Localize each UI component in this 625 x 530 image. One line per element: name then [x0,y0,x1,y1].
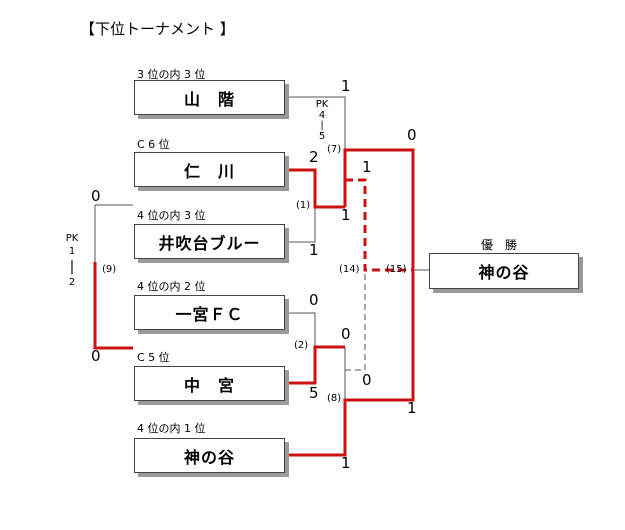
score: 0 [407,126,417,144]
line-ibukidai [285,207,316,243]
line-ichinomiya [285,312,316,347]
score: 1 [362,158,372,176]
page-title: 【下位トーナメント 】 [80,20,235,38]
team-name: 仁 川 [183,161,235,181]
score: 0 [362,371,372,389]
win-m9 [93,262,133,350]
winner-box: 神の谷 [429,253,579,289]
match-number: (8) [327,393,342,404]
score: 1 [407,399,417,417]
match-number: (9) [102,264,117,275]
team-name: 一宮ＦＣ [175,304,244,324]
pk-score: 2 [68,277,76,289]
winner-label: 優 勝 [481,238,518,252]
pk-score: 5 [318,130,326,142]
score: 0 [309,291,319,309]
score: 1 [341,77,351,95]
team-name: 井吹台ブルー [158,233,261,253]
score: 1 [341,454,351,472]
score: 1 [309,241,319,259]
team-box: 仁 川 [134,152,285,187]
score: 0 [91,347,101,365]
team-name: 中 宮 [183,375,235,395]
team-box: 井吹台ブルー [134,224,285,259]
seed-label: 3 位の内 3 位 [137,68,206,81]
win-kaminotani [285,270,415,457]
team-name: 神の谷 [183,447,235,467]
pk-note: PK 1 | 2 [60,232,84,289]
line-yamashina [285,96,346,150]
pk-label: PK [315,99,329,110]
match-number: (1) [296,200,311,211]
team-box: 山 階 [134,80,285,115]
pk-note: PK 4 | 5 [312,99,332,142]
team-name: 山 階 [183,89,235,109]
line-m14-bottom [345,270,366,371]
seed-label: 4 位の内 2 位 [137,280,206,293]
winner-name: 神の谷 [478,263,530,282]
pk-score: 4 [318,109,326,121]
seed-label: 4 位の内 1 位 [137,422,206,435]
win-m7 [343,148,415,270]
pk-divider: | [320,120,324,131]
win-m14 [345,178,413,272]
win-nigawa [285,168,345,209]
match-number: (7) [327,144,342,155]
score: 0 [341,325,351,343]
pk-score: 1 [68,246,76,257]
seed-label: 4 位の内 3 位 [137,209,206,222]
seed-label: C 6 位 [137,138,170,151]
team-box: 神の谷 [134,438,285,473]
score: 0 [91,187,101,205]
team-box: 中 宮 [134,366,285,401]
match-number: (2) [294,340,309,351]
score: 5 [309,384,319,402]
team-box: 一宮ＦＣ [134,295,285,330]
pk-divider: | [69,259,75,275]
match-number: (15) [386,264,407,275]
score: 1 [341,206,351,224]
pk-label: PK [65,233,79,244]
score: 2 [309,148,319,166]
match-number: (14) [339,264,360,275]
seed-label: C 5 位 [137,351,170,364]
win-nakamiya [285,345,345,385]
